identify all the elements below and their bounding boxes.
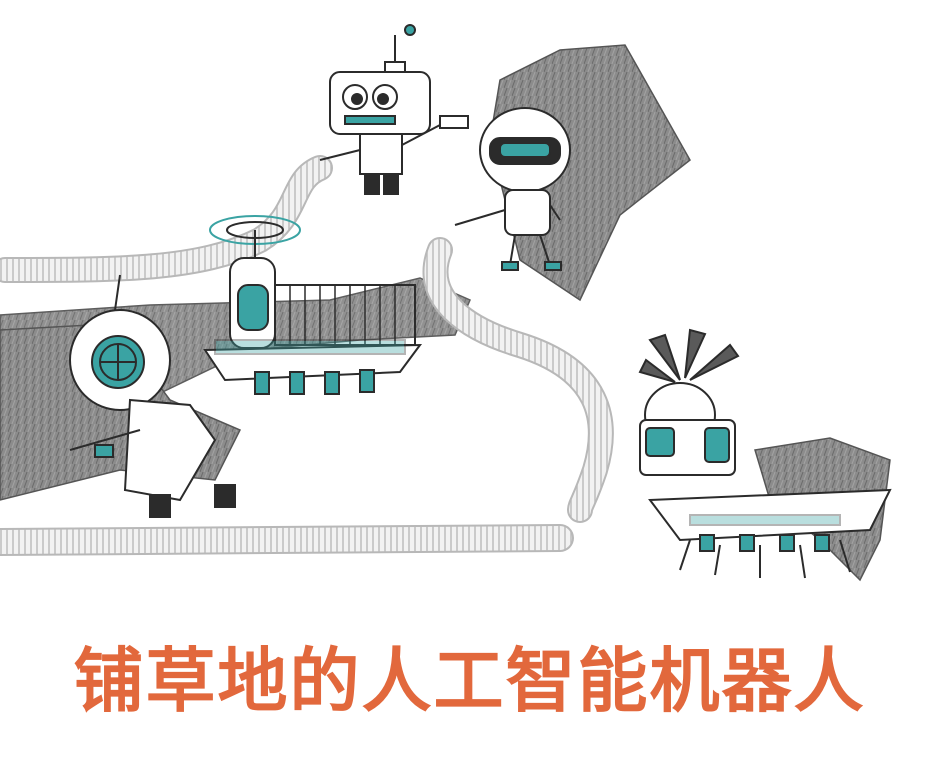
robots-laying-turf-scene (0, 24, 892, 582)
hose (0, 155, 614, 556)
turf-laying-machine (638, 328, 892, 579)
hovering-sprinkler-cart (203, 215, 423, 395)
round-head-robot (454, 107, 571, 271)
diver-helmet-robot (69, 274, 236, 518)
illustration-title: 铺草地的人工智能机器人 (73, 639, 866, 722)
small-boxy-robot (319, 24, 469, 195)
